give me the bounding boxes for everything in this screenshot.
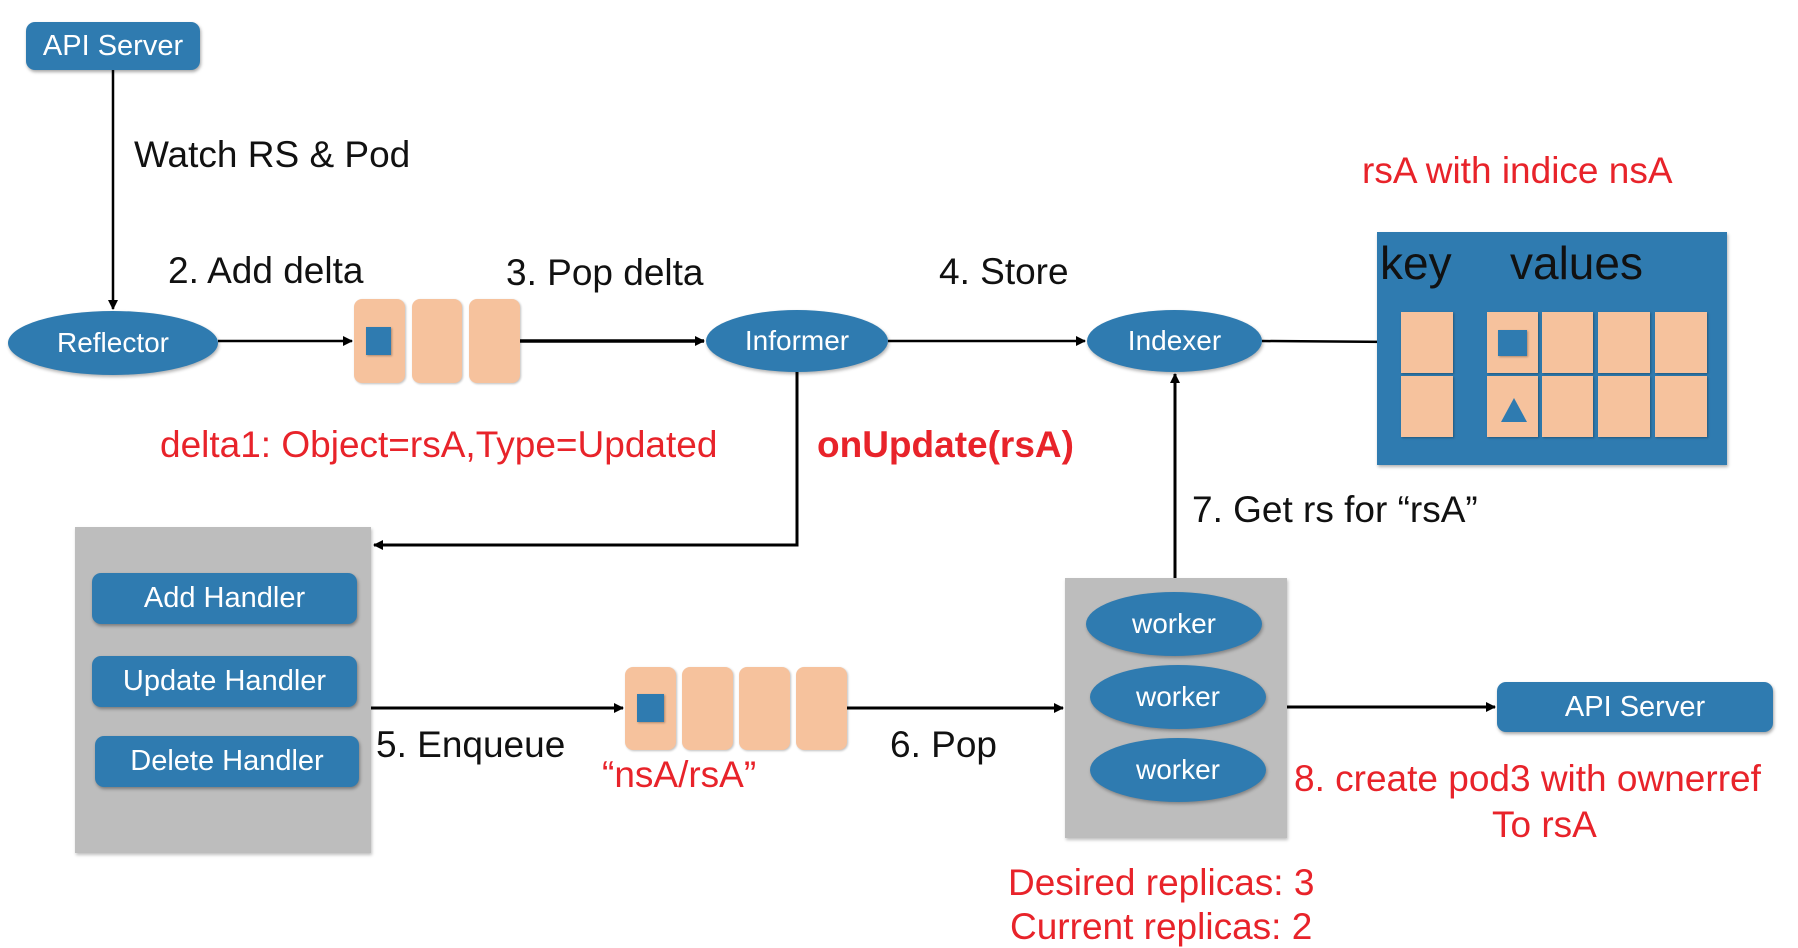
- index-title: rsA with indice nsA: [1362, 150, 1673, 191]
- current-replicas: Current replicas: 2: [1010, 906, 1313, 947]
- value-cell: [1542, 376, 1593, 437]
- worker-label: worker: [1135, 754, 1220, 785]
- work-queue-cell: [682, 667, 733, 750]
- work-queue-cell: [796, 667, 847, 750]
- informer-node[interactable]: Informer: [706, 310, 888, 372]
- add-handler[interactable]: Add Handler: [92, 573, 357, 624]
- api-server-label: API Server: [42, 29, 184, 62]
- on-update-annotation: onUpdate(rsA): [817, 424, 1074, 465]
- api-server-node-bottom[interactable]: API Server: [1497, 682, 1773, 732]
- add-delta-label: 2. Add delta: [168, 250, 364, 291]
- delta1-annotation: delta1: Object=rsA,Type=Updated: [160, 424, 718, 465]
- api-server-bottom-label: API Server: [1564, 690, 1706, 723]
- delta-queue-cell: [469, 299, 520, 383]
- enqueue-label: 5. Enqueue: [376, 724, 566, 765]
- reflector-node[interactable]: Reflector: [8, 311, 218, 375]
- value-cell: [1598, 376, 1650, 437]
- informer-label: Informer: [744, 325, 850, 356]
- pop-delta-label: 3. Pop delta: [506, 252, 704, 293]
- triangle-object-icon: [1501, 398, 1527, 422]
- update-handler[interactable]: Update Handler: [92, 656, 357, 707]
- desired-replicas: Desired replicas: 3: [1008, 862, 1315, 903]
- key-cell: [1401, 376, 1453, 437]
- worker-label: worker: [1135, 681, 1220, 712]
- delta-queue-cell: [412, 299, 462, 383]
- watch-label: Watch RS & Pod: [134, 134, 411, 175]
- worker-node[interactable]: worker: [1090, 665, 1266, 729]
- queue-key-annotation: “nsA/rsA”: [602, 754, 757, 795]
- key-cell: [1401, 312, 1453, 373]
- queue-item-square-icon: [637, 694, 664, 722]
- on-update-arrow: [373, 372, 799, 550]
- indexer-label: Indexer: [1127, 325, 1222, 356]
- values-header: values: [1510, 237, 1643, 289]
- create-pod-annotation-line2: To rsA: [1492, 804, 1597, 845]
- reflector-label: Reflector: [56, 327, 170, 358]
- key-header: key: [1380, 237, 1452, 289]
- value-cell: [1655, 312, 1707, 373]
- work-queue-cell: [739, 667, 790, 750]
- index-arrow: [1261, 336, 1400, 347]
- add-handler-label: Add Handler: [143, 582, 306, 614]
- square-object-icon: [1498, 330, 1527, 356]
- api-server-node[interactable]: API Server: [26, 22, 200, 70]
- value-cell: [1655, 376, 1707, 437]
- worker-label: worker: [1131, 608, 1216, 639]
- value-cell: [1542, 312, 1593, 373]
- delete-handler[interactable]: Delete Handler: [95, 736, 359, 787]
- update-handler-label: Update Handler: [122, 665, 327, 697]
- delta-object-square-icon: [366, 327, 391, 355]
- create-pod-annotation: 8. create pod3 with ownerref: [1294, 758, 1761, 799]
- indexer-node[interactable]: Indexer: [1087, 310, 1262, 372]
- delete-handler-label: Delete Handler: [130, 745, 324, 777]
- pop-label: 6. Pop: [890, 724, 997, 765]
- store-label: 4. Store: [939, 251, 1069, 292]
- get-rs-label: 7. Get rs for “rsA”: [1192, 489, 1478, 530]
- worker-node[interactable]: worker: [1090, 738, 1266, 802]
- worker-node[interactable]: worker: [1086, 592, 1262, 656]
- value-cell: [1598, 312, 1650, 373]
